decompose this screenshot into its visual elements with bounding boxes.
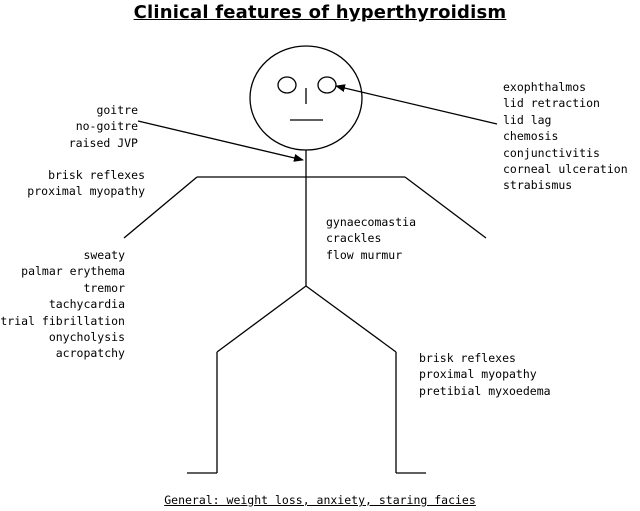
neck-feature: no-goitre <box>75 119 138 134</box>
hand-feature: palmar erythema <box>21 264 125 279</box>
neck-feature: raised JVP <box>68 135 138 150</box>
chest-feature: flow murmur <box>326 247 403 262</box>
leg-features: brisk reflexes proximal myopathy pretibi… <box>419 350 551 399</box>
hand-feature: tremor <box>83 280 125 295</box>
neck-features: goitre no-goitre raised JVP <box>69 102 138 151</box>
eye-feature: lid retraction <box>503 96 600 111</box>
eye-feature: lid lag <box>503 112 552 127</box>
general-features: General: weight loss, anxiety, staring f… <box>164 493 476 507</box>
arm-feature: brisk reflexes <box>48 168 145 182</box>
right-arm <box>404 176 487 239</box>
neck-feature: goitre <box>96 103 138 117</box>
hand-feature: atrial fibrillation <box>0 313 125 328</box>
leg-feature: proximal myopathy <box>419 367 537 382</box>
leg-feature: brisk reflexes <box>419 351 516 365</box>
eye-feature: exophthalmos <box>503 80 587 94</box>
hand-feature: onycholysis <box>48 329 125 344</box>
chest-feature: crackles <box>326 231 382 246</box>
hand-feature: tachycardia <box>48 297 125 312</box>
hand-features: sweaty palmar erythema tremor tachycardi… <box>0 247 125 362</box>
left-arm <box>123 176 198 239</box>
eye-feature: strabismus <box>503 178 573 193</box>
eye-arrow <box>335 84 498 125</box>
right-eye <box>317 76 337 94</box>
left-eye <box>277 76 297 94</box>
right-thigh <box>305 285 397 353</box>
neck-arrow <box>137 120 304 162</box>
arm-features: brisk reflexes proximal myopathy <box>27 167 145 200</box>
chest-feature: gynaecomastia <box>326 215 417 229</box>
hand-feature: sweaty <box>83 248 125 262</box>
diagram-title: Clinical features of hyperthyroidism <box>133 2 507 23</box>
hand-feature: acropatchy <box>55 346 125 361</box>
eye-feature: chemosis <box>503 129 559 144</box>
arm-feature: proximal myopathy <box>27 184 145 199</box>
eye-feature: conjunctivitis <box>503 145 600 160</box>
chest-features: gynaecomastia crackles flow murmur <box>326 214 416 263</box>
left-thigh <box>216 285 307 353</box>
eye-features: exophthalmos lid retraction lid lag chem… <box>503 79 628 194</box>
leg-feature: pretibial myxoedema <box>419 383 551 398</box>
eye-feature: corneal ulceration <box>503 161 628 176</box>
